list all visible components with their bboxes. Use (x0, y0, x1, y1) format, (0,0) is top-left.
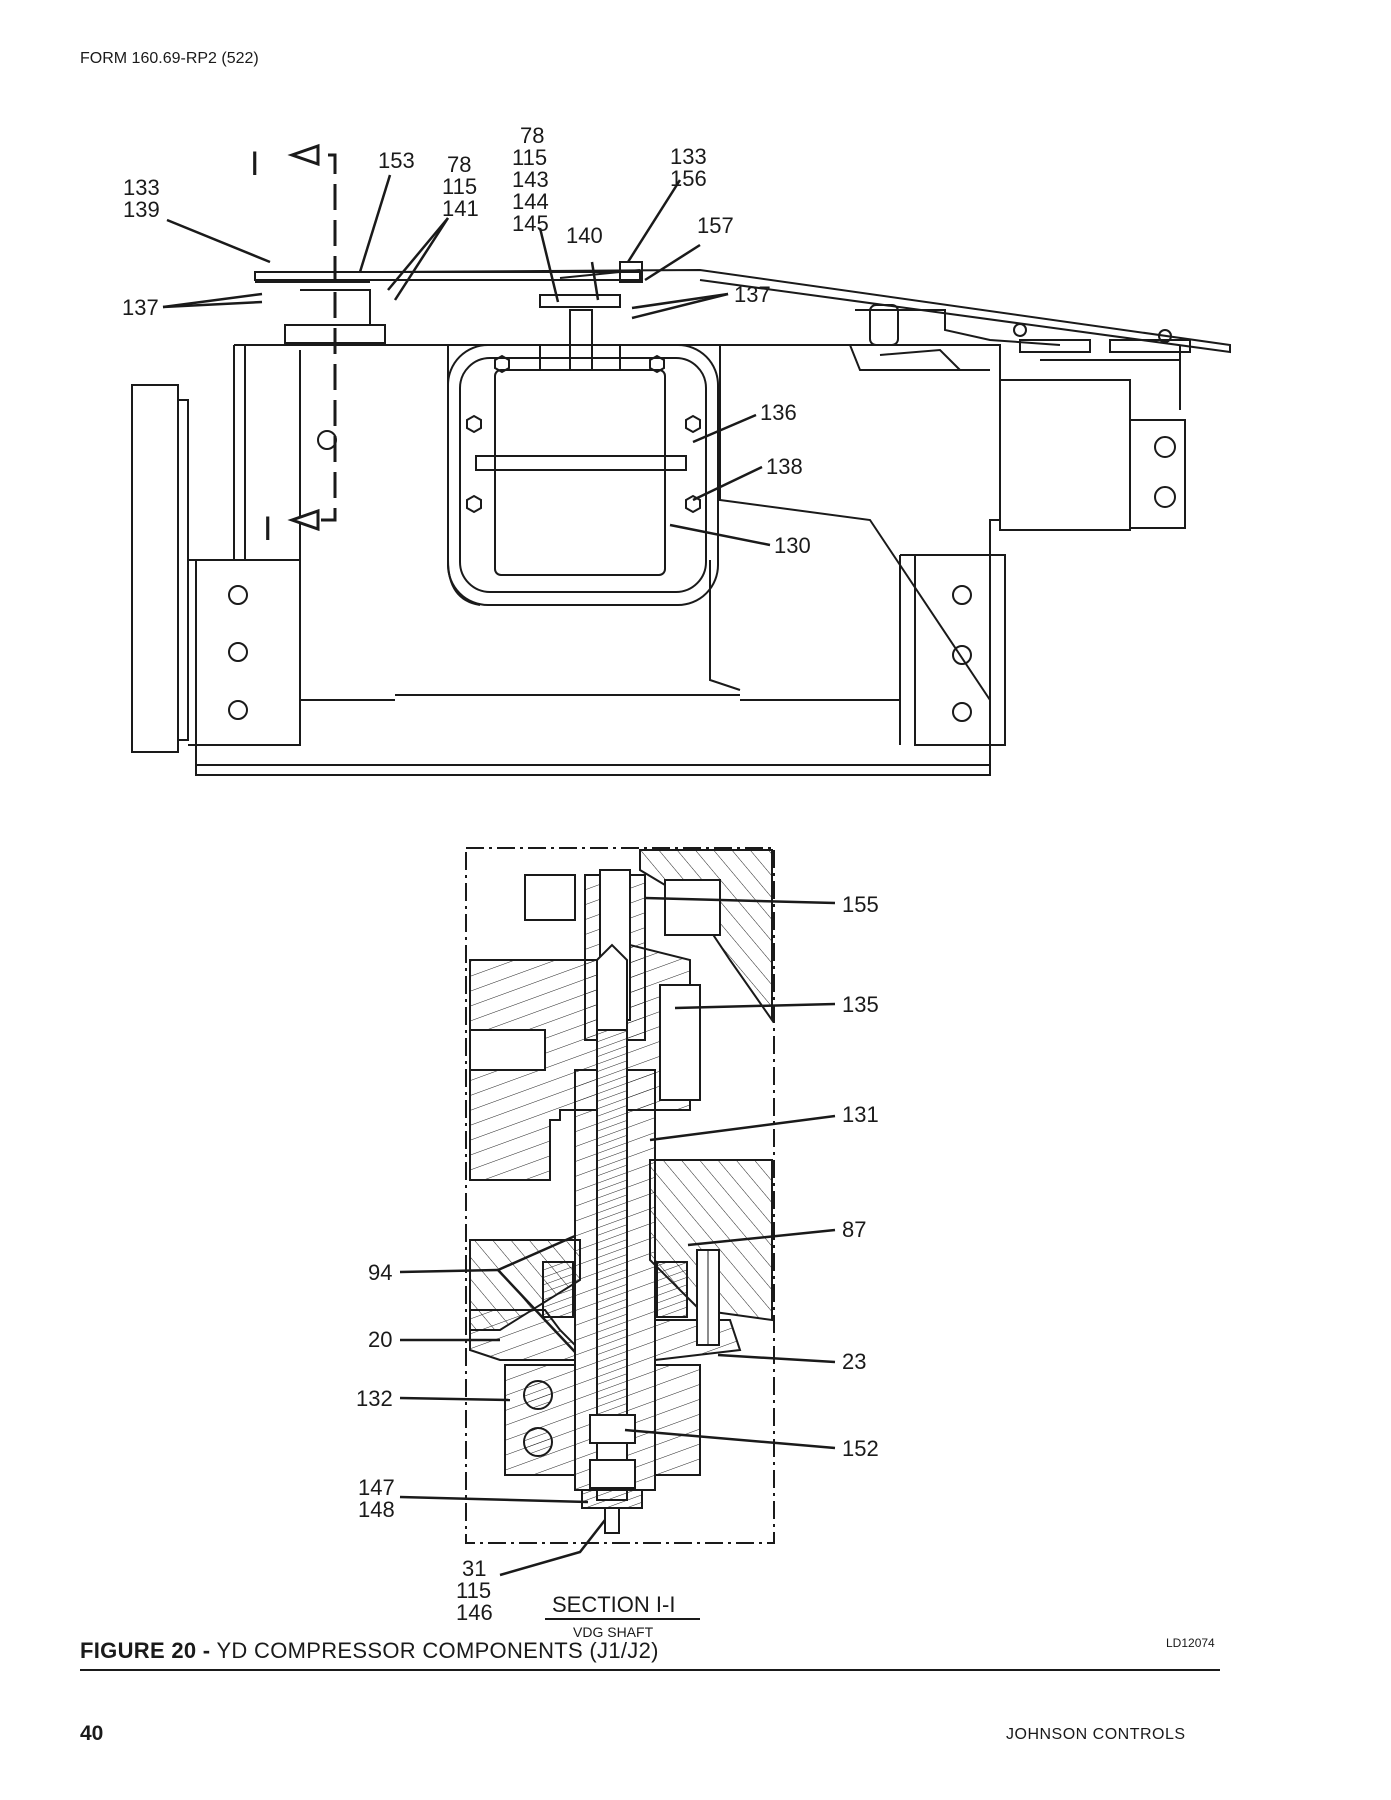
callout-137-left: 137 (122, 295, 159, 320)
callout-94: 94 (368, 1260, 392, 1285)
callout-132: 132 (356, 1386, 393, 1411)
callout-130: 130 (774, 533, 811, 558)
figure-number: FIGURE 20 - (80, 1638, 211, 1663)
callout-135: 135 (842, 992, 879, 1017)
section-mark-top: I (250, 145, 259, 183)
caption-rule (80, 1669, 1220, 1671)
page-number: 40 (80, 1722, 104, 1745)
drawing-id: LD12074 (1166, 1636, 1215, 1650)
callout-87: 87 (842, 1217, 866, 1242)
publisher-name: JOHNSON CONTROLS (1006, 1726, 1186, 1743)
callout-131: 131 (842, 1102, 879, 1127)
section-title: SECTION I-I (552, 1592, 675, 1617)
callout-157: 157 (697, 213, 734, 238)
section-view (465, 847, 775, 1544)
callout-137-right: 137 (734, 282, 771, 307)
section-cut-line (287, 143, 337, 532)
callout-153: 153 (378, 148, 415, 173)
callout-136: 136 (760, 400, 797, 425)
form-number: FORM 160.69-RP2 (522) (80, 50, 259, 67)
callout-23: 23 (842, 1349, 866, 1374)
callout-20: 20 (368, 1327, 392, 1352)
bolt-circles (228, 354, 972, 722)
callout-138: 138 (766, 454, 803, 479)
section-mark-bottom: I (263, 510, 272, 548)
section-subtitle: VDG SHAFT (573, 1624, 654, 1640)
callout-140: 140 (566, 223, 603, 248)
top-leaders (162, 174, 771, 547)
section-leaders (399, 896, 836, 1577)
callout-152: 152 (842, 1436, 879, 1461)
figure-caption: FIGURE 20 - YD COMPRESSOR COMPONENTS (J1… (80, 1638, 659, 1664)
figure-title: YD COMPRESSOR COMPONENTS (J1/J2) (216, 1638, 659, 1663)
callout-155: 155 (842, 892, 879, 917)
